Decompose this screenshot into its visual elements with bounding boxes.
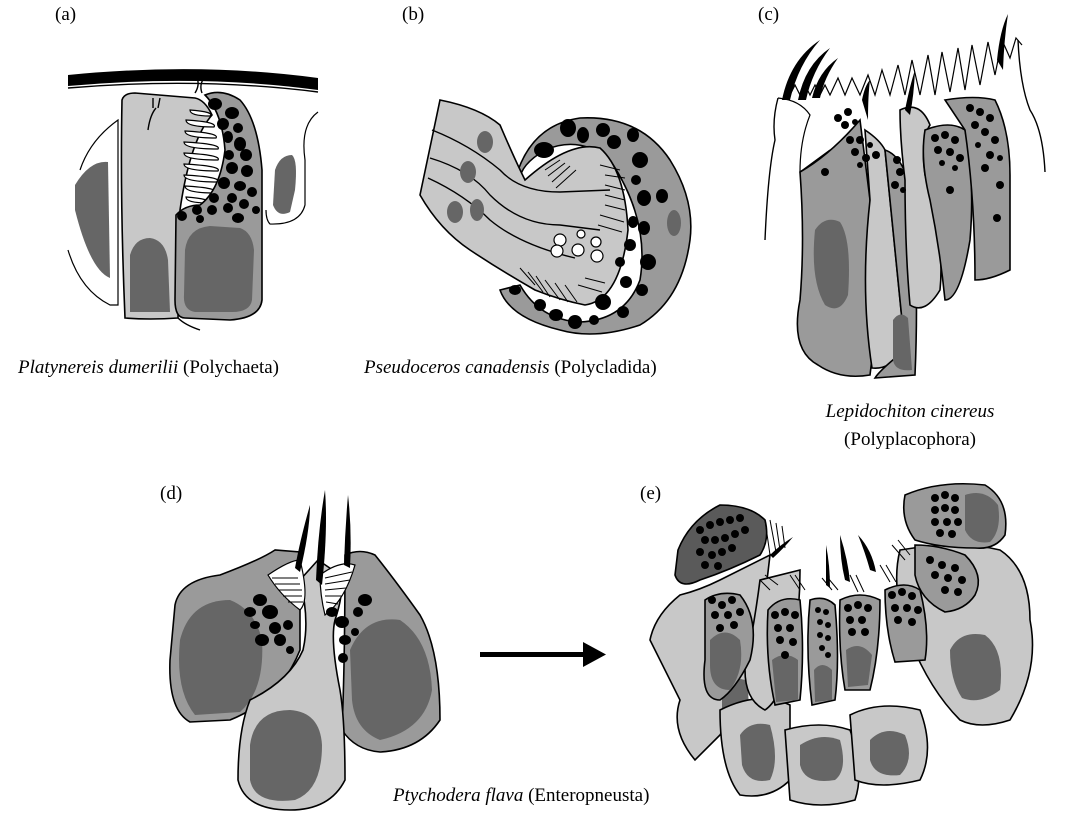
- panel-label-d: (d): [160, 483, 183, 504]
- caption-de-species: Ptychodera flava: [393, 785, 524, 806]
- panel-c-drawing: [764, 14, 1046, 379]
- caption-a: Platynereis dumerilii (Polychaeta): [18, 357, 279, 379]
- caption-a-species: Platynereis dumerilii: [18, 357, 179, 378]
- panel-b-drawing: [419, 99, 692, 335]
- gland-granules: [177, 98, 260, 223]
- right-arrow-icon: [480, 642, 606, 667]
- panel-label-e: (e): [640, 483, 662, 504]
- caption-a-group: (Polychaeta): [183, 357, 280, 378]
- panel-label-c: (c): [758, 4, 780, 25]
- cilia: [770, 535, 876, 588]
- cilia: [295, 490, 351, 585]
- caption-b-group: (Polycladida): [554, 357, 657, 378]
- gland-granules: [509, 119, 668, 329]
- panel-d-drawing: [169, 490, 441, 811]
- microvilli-fringe: [789, 36, 1023, 98]
- microvilli: [183, 109, 219, 204]
- granules: [696, 491, 966, 659]
- caption-c: Lepidochiton cinereus (Polyplacophora): [790, 398, 1030, 454]
- cuticle: [68, 69, 318, 90]
- top-left-cell: [674, 504, 768, 585]
- nuclei: [447, 131, 681, 236]
- panel-label-b: (b): [402, 4, 425, 25]
- caption-b: Pseudoceros canadensis (Polycladida): [364, 357, 657, 379]
- panel-label-a: (a): [55, 4, 77, 25]
- caption-de-group: (Enteropneusta): [528, 785, 650, 806]
- cell-4: [899, 106, 942, 309]
- granules: [244, 594, 372, 663]
- caption-c-species: Lepidochiton cinereus: [825, 401, 995, 422]
- vesicles: [550, 229, 604, 263]
- panel-e-drawing: [649, 483, 1034, 806]
- panel-a-drawing: [67, 69, 319, 331]
- ciliary-fringe: [519, 159, 626, 303]
- caption-b-species: Pseudoceros canadensis: [364, 357, 550, 378]
- cilia: [782, 14, 1008, 120]
- granules: [821, 104, 1004, 222]
- caption-de: Ptychodera flava (Enteropneusta): [393, 785, 649, 807]
- caption-c-group: (Polyplacophora): [844, 429, 976, 450]
